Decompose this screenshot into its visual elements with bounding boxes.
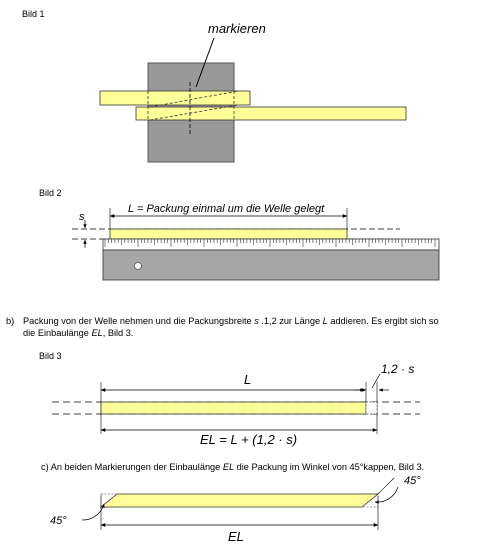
ruler-hole	[134, 262, 142, 270]
paragraph-c-post: die Packung im Winkel von 45°kappen, Bil…	[234, 462, 425, 472]
paragraph-b-line2-pre: die Einbaulänge	[23, 328, 92, 338]
var-EL-c: EL	[222, 462, 235, 472]
mark-leader-line	[195, 37, 215, 88]
paragraph-b: b) Packung von der Welle nehmen und die P…	[6, 315, 496, 339]
packing-upper-strip	[99, 90, 251, 106]
EL-label: EL	[228, 529, 244, 544]
ruler-ticks	[104, 239, 436, 247]
bild2-label: Bild 2	[39, 188, 62, 198]
paragraph-b-marker: b)	[6, 316, 15, 326]
var-EL: EL	[91, 328, 103, 338]
paragraph-b-line1-pre: Packung von der Welle nehmen und die Pac…	[23, 316, 255, 326]
bild3-label: Bild 3	[39, 351, 62, 361]
packing-lower-strip	[135, 106, 407, 121]
paragraph-b-line2-post: , Bild 3.	[102, 328, 134, 338]
angle-left: 45°	[50, 515, 67, 527]
packing-extension	[365, 401, 378, 415]
mark-text: markieren	[208, 21, 266, 36]
bild2-figure: L = Packung einmal um die Welle gelegt s	[72, 202, 440, 281]
angle-arc-left	[81, 503, 105, 521]
formula-text: EL = L + (1,2 · s)	[200, 432, 297, 447]
packing-strip	[109, 228, 348, 240]
var-L: L	[322, 316, 328, 326]
angle-arc-right	[374, 486, 399, 505]
var-s: s	[254, 316, 259, 326]
angle-ray-right	[377, 477, 395, 495]
packing-cut-strip	[99, 493, 380, 508]
packing-strip	[100, 401, 367, 415]
bild1-label: Bild 1	[22, 9, 45, 19]
ruler-body	[102, 249, 440, 281]
bild1-figure: markieren	[99, 21, 407, 163]
dimension-text-L: L = Packung einmal um die Welle gelegt	[128, 203, 325, 215]
bild4-figure: 45° 45° EL	[50, 475, 421, 544]
paragraph-c: c) An beiden Markierungen der Einbauläng…	[41, 461, 424, 473]
factor-label: 1,2 · s	[381, 362, 414, 376]
s-label: s	[79, 211, 85, 223]
paragraph-c-pre: c) An beiden Markierungen der Einbauläng…	[41, 462, 223, 472]
L-label: L	[244, 372, 251, 387]
bild3-figure: L 1,2 · s EL = L + (1,2 · s)	[52, 362, 420, 447]
factor-leader	[371, 373, 381, 389]
angle-right: 45°	[404, 475, 421, 487]
paragraph-b-line1-end: addieren. Es ergibt sich so	[327, 316, 439, 326]
paragraph-b-line1-post: .1,2 zur Länge	[258, 316, 323, 326]
